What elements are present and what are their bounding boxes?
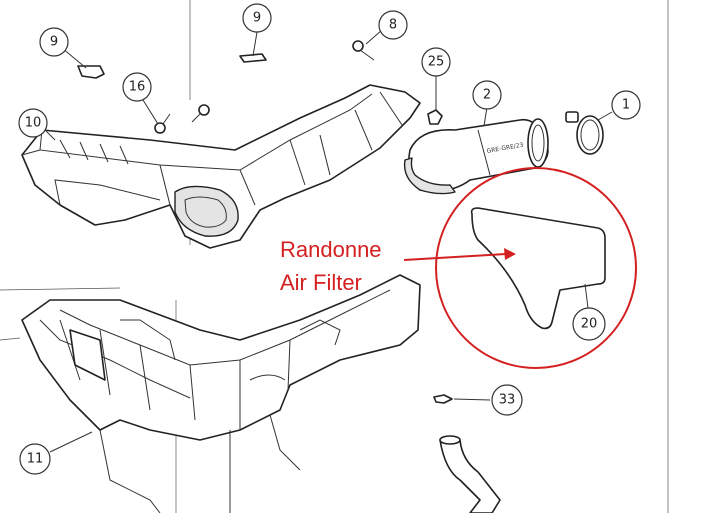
svg-text:1: 1 xyxy=(622,98,630,113)
callout-2: 2 xyxy=(472,80,502,110)
hose-clamp-part-1 xyxy=(565,111,604,155)
annotation-arrow-head xyxy=(504,248,516,260)
svg-text:11: 11 xyxy=(27,452,44,467)
callout-8: 8 xyxy=(378,10,408,40)
airbox-part-11 xyxy=(21,274,421,513)
svg-text:25: 25 xyxy=(428,55,445,70)
highlight-circle xyxy=(435,167,637,369)
callouts: 9 9 8 16 10 25 2 1 xyxy=(18,3,641,475)
screw-part-8 xyxy=(352,40,364,52)
fasteners xyxy=(77,40,453,404)
callout-11: 11 xyxy=(19,443,51,475)
nut-part-25 xyxy=(427,109,443,125)
callout-25: 25 xyxy=(421,47,451,77)
svg-text:20: 20 xyxy=(581,317,598,332)
elbow-hose-part-2: GRE-GRE/23 xyxy=(403,118,549,195)
small-hose xyxy=(439,435,501,513)
callout-9-top: 9 xyxy=(242,3,272,33)
callout-10: 10 xyxy=(18,108,48,138)
clip-part-9-left xyxy=(77,65,105,79)
screw-part-33 xyxy=(433,394,453,404)
svg-text:10: 10 xyxy=(25,116,42,131)
callout-33: 33 xyxy=(491,384,523,416)
filter-part-20 xyxy=(470,207,606,330)
clip-part-9-top xyxy=(239,53,267,63)
svg-text:8: 8 xyxy=(389,18,397,33)
svg-text:2: 2 xyxy=(483,88,491,103)
svg-text:16: 16 xyxy=(129,80,146,95)
red-annotation: Randonne Air Filter xyxy=(280,167,637,369)
intake-duct-part-10 xyxy=(21,84,421,249)
svg-text:33: 33 xyxy=(499,393,516,408)
callout-9-left: 9 xyxy=(39,27,69,57)
annotation-line-2: Air Filter xyxy=(280,270,362,295)
screw-part-16-b xyxy=(198,104,210,116)
leader-lines xyxy=(45,29,613,453)
svg-text:9: 9 xyxy=(253,11,261,26)
callout-1: 1 xyxy=(611,90,641,120)
callout-16: 16 xyxy=(122,72,152,102)
callout-20: 20 xyxy=(572,307,606,341)
screw-part-16-a xyxy=(154,122,166,134)
annotation-arrow-shaft xyxy=(403,253,507,261)
annotation-line-1: Randonne xyxy=(280,237,382,262)
svg-text:9: 9 xyxy=(50,35,58,50)
